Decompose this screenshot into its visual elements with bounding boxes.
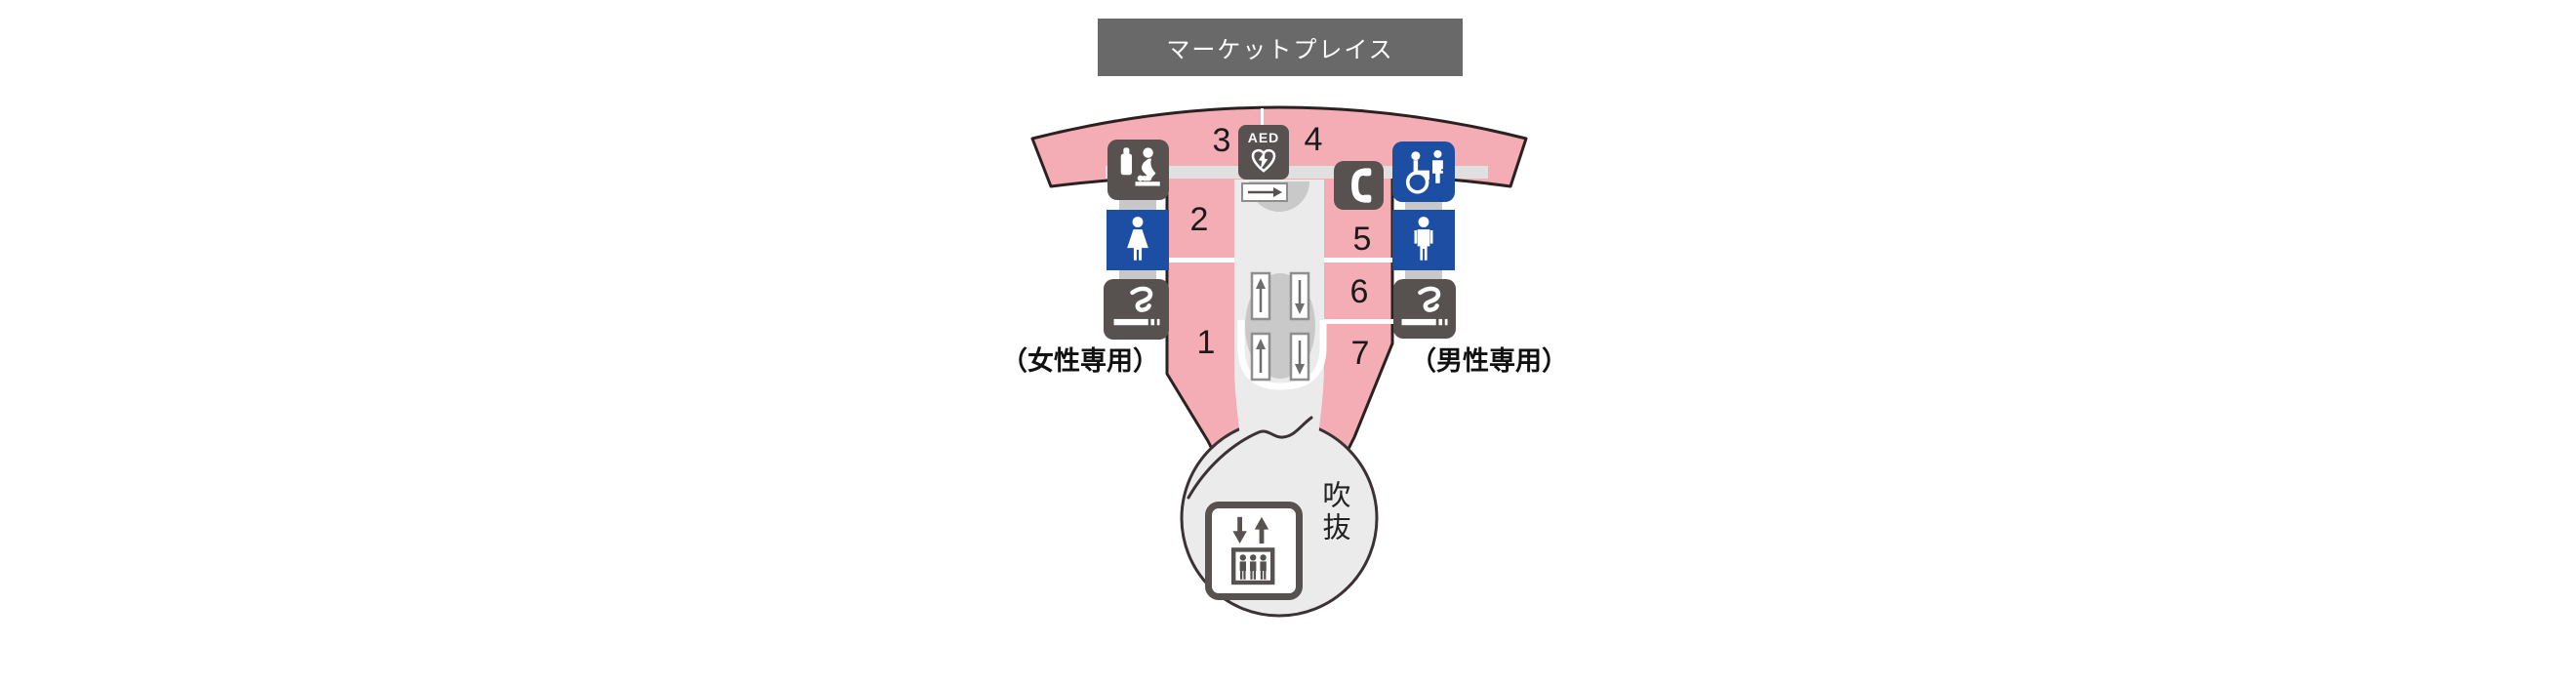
aed-heart-glyph (1251, 148, 1276, 173)
aed-icon: AED (1238, 125, 1289, 180)
zone-number-6: 6 (1349, 273, 1369, 310)
womens-toilet-glyph (1127, 217, 1148, 261)
womens-toilet-icon (1107, 210, 1169, 270)
aed-label: AED (1247, 129, 1280, 145)
icon-connector (1405, 200, 1442, 213)
elevator-icon (1205, 502, 1303, 600)
smoking-glyph (1113, 286, 1159, 326)
zone-number-7: 7 (1350, 335, 1370, 372)
floor-title: マーケットプレイス (1166, 37, 1394, 63)
floor-title-banner: マーケットプレイス (1098, 19, 1463, 76)
public-phone-icon (1334, 161, 1384, 210)
atrium-label: 吹抜 (1318, 480, 1349, 544)
escalator-arrows (1256, 278, 1305, 375)
icon-connector (1119, 197, 1156, 211)
accessible-toilet-icon (1392, 141, 1455, 202)
men-only-label: （男性専用） (1410, 346, 1568, 376)
zone-divider-5-6 (1324, 258, 1393, 262)
zone-number-5: 5 (1352, 221, 1372, 258)
icon-connector (1405, 269, 1442, 280)
accessible-toilet-glyph (1405, 149, 1448, 194)
direction-arrow-icon (1241, 182, 1288, 202)
zone-divider-1-2 (1167, 258, 1236, 262)
zone-number-1: 1 (1196, 324, 1216, 361)
smoking-area-icon (1104, 279, 1169, 340)
women-only-label: （女性専用） (1001, 346, 1159, 376)
smoking-glyph (1401, 286, 1448, 325)
smoking-area-icon (1393, 279, 1456, 339)
atrium-break-line (1187, 416, 1313, 500)
zone-number-4: 4 (1304, 121, 1323, 158)
mens-toilet-icon (1392, 210, 1455, 270)
zone-number-3: 3 (1212, 122, 1231, 159)
phone-glyph (1350, 168, 1371, 203)
elevator-glyph (1231, 516, 1275, 584)
icon-connector (1119, 269, 1156, 280)
baby-changing-glyph (1120, 147, 1160, 186)
zone-number-2: 2 (1189, 201, 1209, 238)
corridor-walkway-line (1237, 320, 1327, 390)
mens-toilet-glyph (1414, 217, 1433, 261)
baby-changing-icon (1107, 140, 1169, 200)
zone-divider-6-7 (1324, 319, 1393, 324)
